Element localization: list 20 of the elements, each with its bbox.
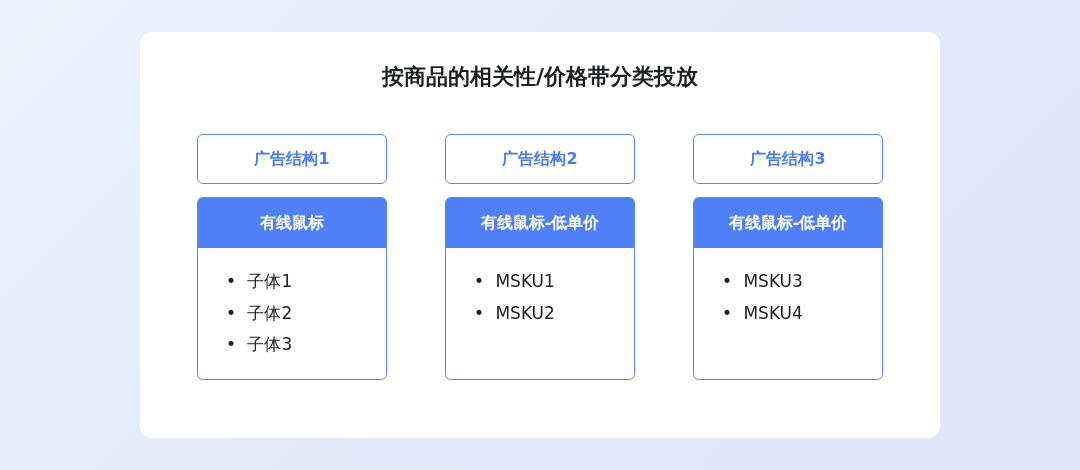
list-item: • MSKU2 bbox=[474, 301, 556, 325]
category-card bbox=[197, 197, 387, 380]
list-item: • 子体3 bbox=[226, 333, 294, 356]
card-header: 有线鼠标-低单价 bbox=[694, 198, 882, 248]
box-label: 广告结构1 bbox=[254, 148, 330, 170]
box-label: 广告结构2 bbox=[502, 148, 578, 170]
list-item: • MSKU1 bbox=[474, 270, 556, 293]
title: 按商品的相关性/价格带分类投放 bbox=[380, 63, 699, 91]
list-item: • MSKU4 bbox=[722, 301, 804, 325]
card-header: 有线鼠标-低单价 bbox=[446, 198, 634, 248]
box-label: 广告结构3 bbox=[750, 148, 826, 170]
list-item: • MSKU3 bbox=[722, 270, 804, 293]
category-card bbox=[445, 197, 635, 380]
list-item: • 子体1 bbox=[226, 270, 294, 293]
card-header: 有线鼠标 bbox=[198, 198, 386, 248]
structure-box bbox=[693, 134, 883, 184]
structure-box bbox=[445, 134, 635, 184]
list-item: • 子体2 bbox=[226, 301, 294, 325]
structure-box bbox=[197, 134, 387, 184]
category-card bbox=[693, 197, 883, 380]
